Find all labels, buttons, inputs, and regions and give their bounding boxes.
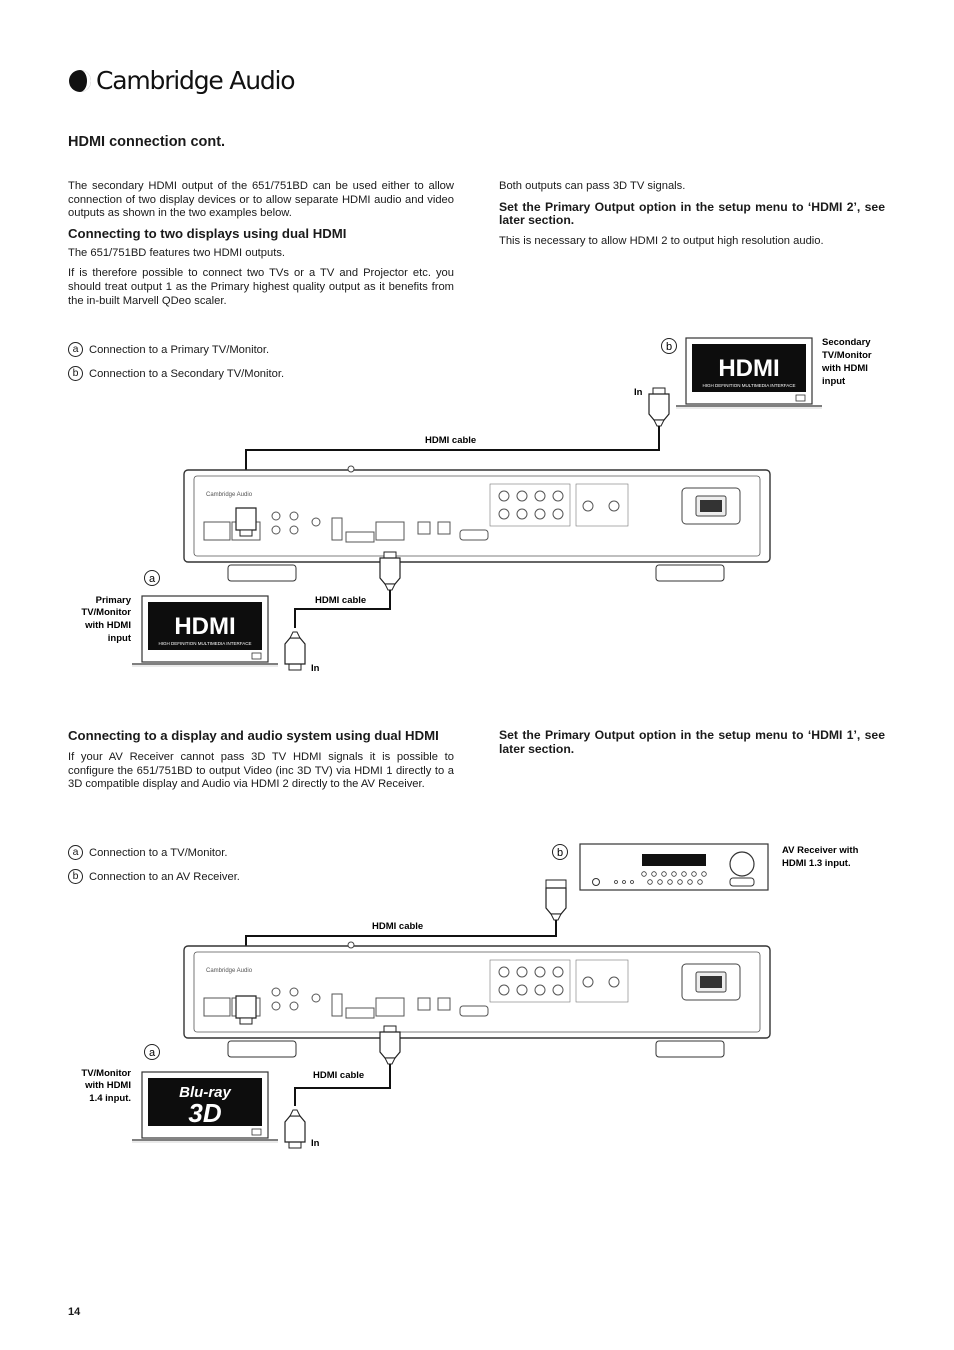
section1-intro: The secondary HDMI output of the 651/751… <box>68 180 454 220</box>
section2-heading: Connecting to a display and audio system… <box>68 728 439 743</box>
hdmi1-plug <box>379 551 401 591</box>
legend2-item-a: a Connection to a TV/Monitor. <box>68 845 227 860</box>
primary-label-3: with HDMI <box>84 620 131 631</box>
player-rear-panel <box>183 465 771 563</box>
primary-label-2: TV/Monitor <box>81 607 131 618</box>
section1-p1: The 651/751BD features two HDMI outputs. <box>68 246 286 259</box>
legend-marker-b: b <box>68 366 83 381</box>
legend-marker-a: a <box>68 342 83 357</box>
marker-b-circle <box>661 338 677 354</box>
in-label-bottom: In <box>311 663 320 674</box>
foot-left <box>227 564 297 582</box>
marker2-a-circle <box>144 1044 160 1060</box>
section2-p1: If your AV Receiver cannot pass 3D TV HD… <box>68 751 454 791</box>
tv-3d: Blu-ray 3D <box>131 1071 279 1143</box>
receiver-plug <box>545 879 567 921</box>
marker2-a: a <box>149 1047 156 1059</box>
marker-a: a <box>149 573 156 585</box>
bottom2-cable-line <box>294 1064 391 1106</box>
primary-tv-screen-tagline: HIGH DEFINITION MULTIMEDIA INTERFACE <box>159 641 252 646</box>
primary-tv: HDMI HIGH DEFINITION MULTIMEDIA INTERFAC… <box>131 595 279 667</box>
secondary-label-4: input <box>822 376 846 387</box>
tv-3d-screen-logo-2: 3D <box>188 1098 221 1128</box>
section1-right-p1: Both outputs can pass 3D TV signals. <box>499 180 686 192</box>
bottom-plug <box>284 631 306 671</box>
secondary-label-2: TV/Monitor <box>822 350 872 361</box>
section1-right-column: Both outputs can pass 3D TV signals. Set… <box>499 180 885 248</box>
secondary-tv-screen-tagline: HIGH DEFINITION MULTIMEDIA INTERFACE <box>703 383 796 388</box>
marker-b: b <box>666 341 672 353</box>
legend-item-b: b Connection to a Secondary TV/Monitor. <box>68 366 284 381</box>
marker2-b-circle <box>552 844 568 860</box>
secondary-label-1: Secondary <box>822 337 871 348</box>
legend-item-a: a Connection to a Primary TV/Monitor. <box>68 342 269 357</box>
tv-label-1: TV/Monitor <box>81 1068 131 1079</box>
marker2-b: b <box>557 847 563 859</box>
foot-right <box>655 564 725 582</box>
legend-text-a: Connection to a Primary TV/Monitor. <box>89 343 270 356</box>
hdmi1-plug-2 <box>379 1025 401 1065</box>
top-cable-label: HDMI cable <box>425 435 476 446</box>
secondary-label-3: with HDMI <box>821 363 868 374</box>
section2-right-column: Set the Primary Output option in the set… <box>499 728 885 756</box>
legend2-item-b: b Connection to an AV Receiver. <box>68 869 240 884</box>
section2-left-column: Connecting to a display and audio system… <box>68 729 454 792</box>
bottom-cable-label: HDMI cable <box>315 595 366 606</box>
brand-name: Cambridge Audio <box>96 66 296 95</box>
foot2-left <box>227 1040 297 1058</box>
primary-tv-screen-logo: HDMI <box>174 613 235 640</box>
legend2-marker-a: a <box>68 845 83 860</box>
player2-rear-panel <box>183 941 771 1039</box>
section1-heading: Connecting to two displays using dual HD… <box>68 225 347 241</box>
top-plug <box>648 387 670 427</box>
legend2-text-b: Connection to an AV Receiver. <box>89 870 240 883</box>
in-label-top: In <box>634 387 643 398</box>
secondary-tv-screen-logo: HDMI <box>718 355 779 382</box>
bottom-cable-line <box>294 590 391 628</box>
tv-3d-screen-logo-1: Blu-ray <box>179 1084 231 1101</box>
brand-logo-icon <box>69 69 91 92</box>
legend-text-b: Connection to a Secondary TV/Monitor. <box>89 367 285 380</box>
hdmi2-plug-2 <box>235 995 257 1025</box>
receiver-label-2: HDMI 1.3 input. <box>782 858 851 869</box>
diagram-display-audio: b AV Receiver with HDMI 1.3 input. HDMI … <box>81 843 859 1149</box>
section1-p2: If is therefore possible to connect two … <box>68 267 454 307</box>
foot2-right <box>655 1040 725 1058</box>
bottom2-cable-label: HDMI cable <box>313 1070 364 1081</box>
section1-right-p2: This is necessary to allow HDMI 2 to out… <box>499 234 824 247</box>
primary-label-1: Primary <box>96 595 132 606</box>
legend2-marker-b: b <box>68 869 83 884</box>
secondary-tv: HDMI HIGH DEFINITION MULTIMEDIA INTERFAC… <box>675 337 823 409</box>
bottom2-plug <box>284 1109 306 1149</box>
section1-left-column: The secondary HDMI output of the 651/751… <box>68 180 454 308</box>
tv-label-3: 1.4 input. <box>89 1093 131 1104</box>
brand-logo: Cambridge Audio <box>68 66 296 95</box>
primary-label-4: input <box>108 633 132 644</box>
section-title: HDMI connection cont. <box>68 134 226 150</box>
section1-right-bold: Set the Primary Output option in the set… <box>499 199 885 228</box>
legend2-text-a: Connection to a TV/Monitor. <box>89 846 228 859</box>
diagram-dual-displays: Cambridge Audio <box>81 337 872 674</box>
in2-label-bottom: In <box>311 1138 320 1149</box>
marker-a-circle <box>144 570 160 586</box>
tv-label-2: with HDMI <box>84 1080 131 1091</box>
page-number: 14 <box>68 1306 81 1318</box>
top2-cable-label: HDMI cable <box>372 921 423 932</box>
receiver-label-1: AV Receiver with <box>782 845 859 856</box>
av-receiver <box>579 843 769 891</box>
section2-right-bold: Set the Primary Output option in the set… <box>499 728 885 756</box>
hdmi2-plug <box>235 507 257 537</box>
